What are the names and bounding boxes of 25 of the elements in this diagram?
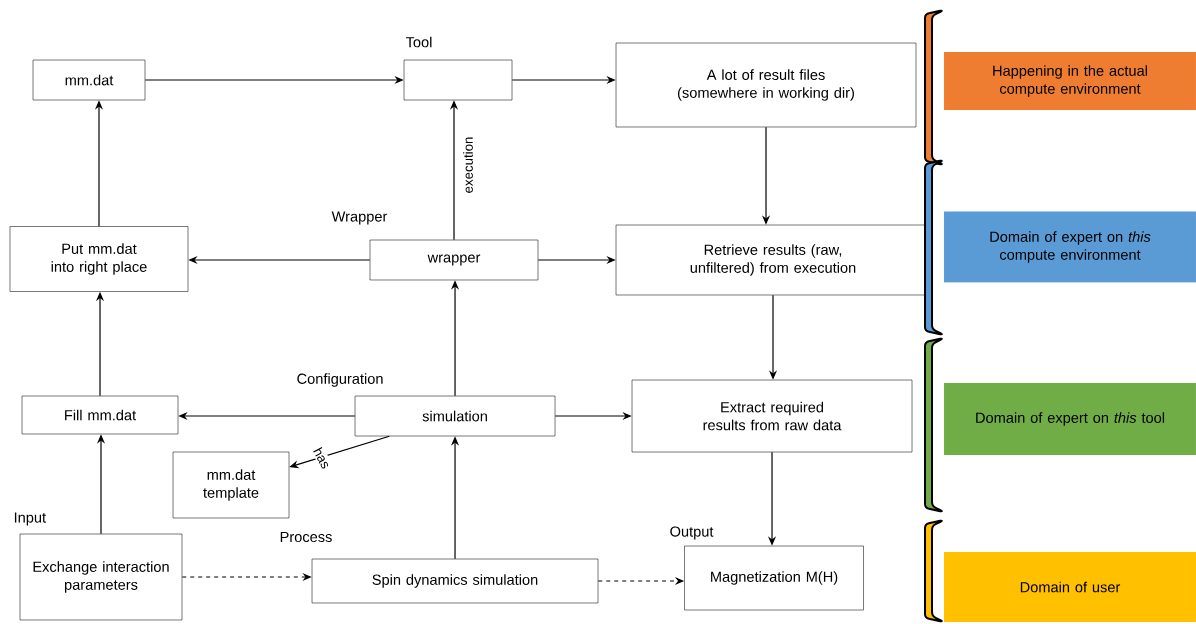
process-box: Put mm.dat into right place	[9, 226, 189, 292]
bracketed-band: Domain of expert on this tool	[924, 337, 1196, 513]
edge-label: execution	[463, 137, 473, 193]
bracketed-band: Happening in the actual compute environment	[924, 9, 1196, 166]
process-box: mm.dat	[32, 59, 146, 101]
heading-label: Process	[280, 531, 332, 543]
process-box: A lot of result files (somewhere in working dir)	[615, 42, 917, 128]
heading-label: Input	[14, 512, 46, 526]
heading-label: Configuration	[297, 373, 383, 387]
process-box: Extract required results from raw data	[631, 379, 913, 453]
process-box: Fill mm.dat	[21, 395, 179, 435]
process-box: Magnetization M(H)	[684, 545, 864, 611]
edge-label: has	[313, 447, 329, 469]
process-box: Retrieve results (raw, unfiltered) from execution	[615, 224, 931, 296]
empty-box	[403, 59, 513, 101]
process-box: simulation	[354, 395, 556, 437]
bracketed-band: Domain of user	[924, 519, 1196, 623]
bracketed-band: Domain of expert on this compute environment	[924, 159, 1196, 336]
process-box: mm.dat template	[172, 451, 290, 519]
heading-label: Output	[670, 526, 714, 540]
process-box: wrapper	[369, 239, 539, 281]
heading-label: Tool	[405, 36, 432, 48]
process-box: Spin dynamics simulation	[311, 558, 599, 604]
process-box: Exchange interaction parameters	[19, 533, 183, 621]
heading-label: Wrapper	[331, 211, 388, 225]
